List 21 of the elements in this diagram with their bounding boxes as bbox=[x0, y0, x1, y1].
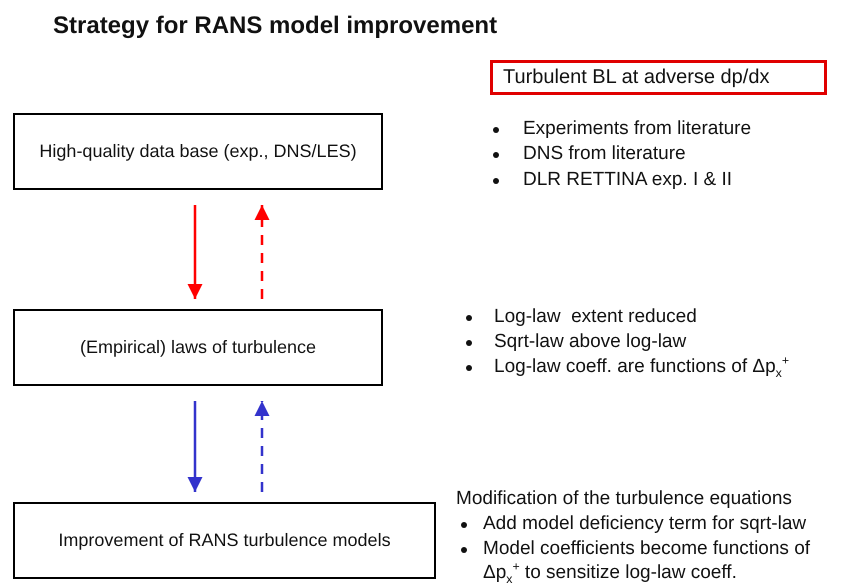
bullet-text: Add model deficiency term for sqrt-law bbox=[483, 512, 806, 536]
bullet-text: Model coefficients become functions of Δp$_{x}$$^{+}$ to sensitize log-law coeff. bbox=[483, 537, 812, 585]
arrow bbox=[188, 205, 202, 299]
bullet-text: DNS from literature bbox=[523, 142, 686, 166]
bullet-text: DLR RETTINA exp. I & II bbox=[523, 168, 732, 192]
note-text: Modification of the turbulence equations bbox=[456, 487, 792, 511]
arrow bbox=[254, 205, 270, 299]
bullet-text: Experiments from literature bbox=[523, 117, 752, 141]
bullet-text: Log-law extent reduced bbox=[494, 305, 697, 329]
process-box bbox=[13, 113, 383, 190]
box-text: Improvement of RANS turbulence models bbox=[58, 530, 391, 551]
arrow bbox=[188, 401, 202, 492]
process-box bbox=[13, 502, 436, 579]
bullet-text: Sqrt-law above log-law bbox=[494, 330, 686, 354]
process-box bbox=[13, 309, 383, 386]
title: Strategy for RANS model improvement bbox=[53, 12, 498, 40]
arrow bbox=[254, 401, 270, 492]
box-text: High-quality data base (exp., DNS/LES) bbox=[39, 141, 357, 162]
box-text: (Empirical) laws of turbulence bbox=[80, 337, 316, 358]
box-text: Turbulent BL at adverse dp/dx bbox=[503, 66, 770, 89]
highlight-box bbox=[490, 60, 827, 95]
